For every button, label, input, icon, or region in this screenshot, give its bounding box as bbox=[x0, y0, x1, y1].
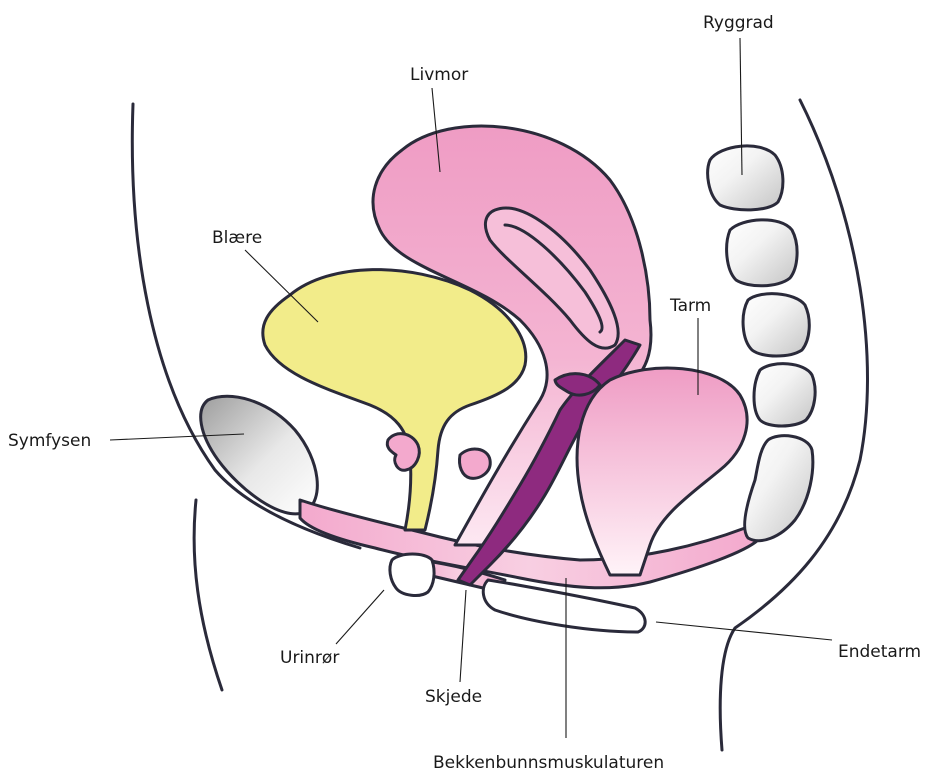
label-livmor: Livmor bbox=[410, 65, 468, 85]
thigh-contour bbox=[194, 500, 222, 690]
label-urinror: Urinrør bbox=[280, 648, 339, 668]
leader-skjede bbox=[460, 590, 466, 682]
vertebra-1 bbox=[708, 146, 783, 210]
vertebra-2 bbox=[727, 220, 797, 286]
leader-urinror bbox=[336, 590, 384, 644]
vertebra-5 bbox=[745, 436, 813, 541]
vessel-right bbox=[459, 449, 490, 478]
label-ryggrad: Ryggrad bbox=[703, 13, 774, 33]
label-skjede: Skjede bbox=[425, 687, 482, 707]
label-symfysen: Symfysen bbox=[8, 431, 91, 451]
label-tarm: Tarm bbox=[669, 296, 711, 316]
label-endetarm: Endetarm bbox=[838, 642, 921, 662]
pubic-bone bbox=[201, 396, 318, 514]
vertebra-4 bbox=[754, 364, 815, 426]
leader-endetarm bbox=[656, 622, 832, 640]
vessel-left bbox=[387, 434, 419, 471]
label-blaere: Blære bbox=[212, 228, 262, 248]
vertebra-3 bbox=[743, 294, 809, 356]
label-bekkenbunn: Bekkenbunnsmuskulaturen bbox=[433, 753, 664, 773]
urethra-opening bbox=[390, 554, 434, 595]
